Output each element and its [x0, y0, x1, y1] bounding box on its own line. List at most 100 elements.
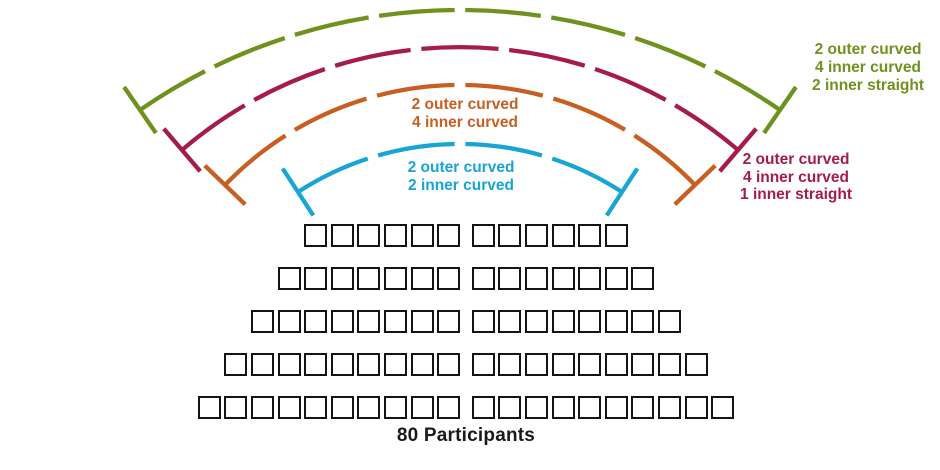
label-line: 2 outer curved — [411, 96, 519, 113]
seat — [524, 310, 548, 333]
label-ring-crimson: 2 outer curved 4 inner curved 1 inner st… — [708, 151, 884, 204]
seat — [471, 310, 495, 333]
label-line: 4 inner curved — [412, 113, 518, 131]
seat — [251, 310, 275, 333]
center-aisle-gap — [462, 224, 470, 247]
seat-row — [0, 267, 932, 290]
seat — [551, 396, 575, 419]
seat — [384, 267, 408, 290]
seat — [498, 396, 522, 419]
seat — [498, 267, 522, 290]
seat — [631, 353, 655, 376]
seat — [330, 353, 354, 376]
seat — [357, 224, 381, 247]
arc-endcap-orange-right — [673, 164, 717, 206]
arc-endcap-crimson-right — [718, 127, 758, 173]
seat — [551, 353, 575, 376]
center-aisle-gap — [462, 267, 470, 290]
seat — [330, 224, 354, 247]
seat — [657, 353, 681, 376]
seat — [471, 353, 495, 376]
participants-caption: 80 Participants — [396, 425, 536, 446]
center-aisle-gap — [462, 353, 470, 376]
arc-endcap-cyan-left — [280, 167, 316, 217]
seat — [471, 267, 495, 290]
seat — [197, 396, 221, 419]
seat — [410, 353, 434, 376]
seat — [330, 267, 354, 290]
seat — [384, 224, 408, 247]
label-line: 2 inner straight — [812, 77, 924, 94]
seat — [524, 224, 548, 247]
seat — [330, 396, 354, 419]
label-ring-orange: 2 outer curved 4 inner curved — [365, 96, 565, 131]
seat — [631, 310, 655, 333]
label-line: 2 outer curved — [407, 159, 515, 176]
seat-row — [0, 310, 932, 333]
seat — [384, 310, 408, 333]
seat — [437, 353, 461, 376]
seat — [604, 224, 628, 247]
arc-endcap-green-right — [762, 85, 798, 135]
seat — [410, 396, 434, 419]
seat — [551, 224, 575, 247]
seat — [524, 396, 548, 419]
seat — [604, 353, 628, 376]
center-aisle-gap — [462, 310, 470, 333]
label-ring-cyan: 2 outer curved 2 inner curved — [361, 159, 561, 194]
seat — [304, 267, 328, 290]
seat — [357, 310, 381, 333]
seat — [684, 353, 708, 376]
center-aisle-gap — [462, 396, 470, 419]
screen-arc-orange — [223, 82, 697, 187]
seat — [304, 224, 328, 247]
seat — [277, 353, 301, 376]
seat — [437, 224, 461, 247]
seat — [604, 310, 628, 333]
seat — [410, 224, 434, 247]
seat — [277, 267, 301, 290]
seat — [498, 353, 522, 376]
seat — [578, 267, 602, 290]
seat — [524, 267, 548, 290]
seat — [498, 224, 522, 247]
seat — [684, 396, 708, 419]
seat — [631, 267, 655, 290]
seat — [471, 224, 495, 247]
seat — [384, 353, 408, 376]
seat — [471, 396, 495, 419]
seat — [277, 310, 301, 333]
seat — [410, 267, 434, 290]
label-line: 2 outer curved — [814, 41, 922, 58]
seat — [437, 396, 461, 419]
seat — [357, 267, 381, 290]
seat — [551, 310, 575, 333]
label-line: 4 inner curved — [743, 168, 849, 186]
seating-area — [0, 224, 932, 439]
seat — [251, 353, 275, 376]
seat-row — [0, 396, 932, 419]
arc-endcap-crimson-left — [162, 127, 202, 173]
seat — [711, 396, 735, 419]
seat — [224, 353, 248, 376]
seat — [330, 310, 354, 333]
seat — [578, 224, 602, 247]
seat — [410, 310, 434, 333]
seat — [251, 396, 275, 419]
seat — [578, 353, 602, 376]
seat — [277, 396, 301, 419]
seat — [604, 267, 628, 290]
label-line: 2 outer curved — [742, 151, 850, 168]
seat — [437, 267, 461, 290]
seat — [578, 396, 602, 419]
seat — [304, 310, 328, 333]
seat-row — [0, 224, 932, 247]
seat — [524, 353, 548, 376]
seat — [357, 353, 381, 376]
screen-arc-cyan — [296, 141, 624, 194]
seat — [657, 396, 681, 419]
seat-row — [0, 353, 932, 376]
seat — [578, 310, 602, 333]
